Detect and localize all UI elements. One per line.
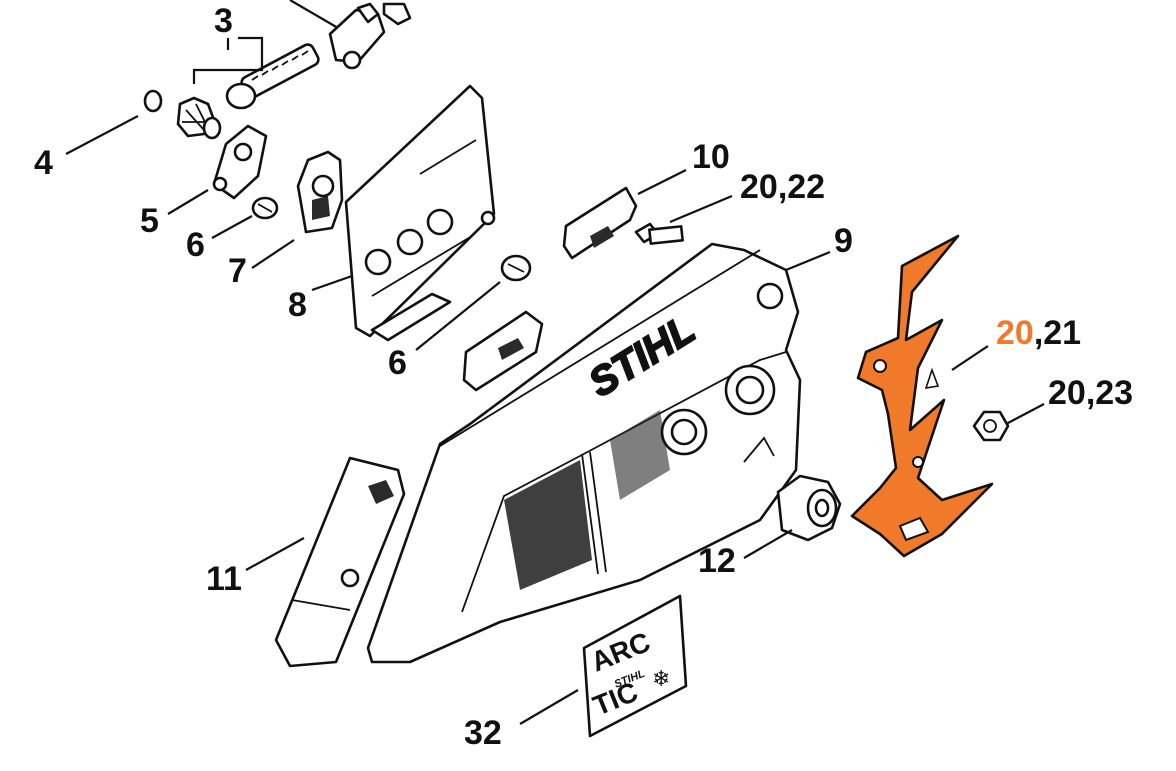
tensioner-slide-top [289, 0, 412, 70]
label-10: 10 [692, 138, 730, 176]
label-3: 3 [214, 2, 233, 40]
part-20-21-spiked-bumper-highlighted [850, 234, 994, 558]
part-20-22-bolt [634, 194, 733, 245]
label-4: 4 [34, 144, 53, 182]
part-number-labels: 3 4 5 6 7 8 6 10 20,22 9 20,21 20,23 11 … [34, 2, 1133, 752]
part-8-side-plate [311, 84, 496, 342]
part-6-screw-upper [211, 196, 279, 239]
label-12: 12 [698, 542, 736, 580]
part-12-bar-nut [743, 474, 842, 559]
snowflake-icon: ❄ [652, 667, 670, 692]
part-10-guide [562, 169, 687, 260]
part-20-23-nut [972, 403, 1045, 442]
label-8: 8 [288, 286, 307, 324]
part-3-chain-tensioner [176, 36, 320, 140]
label-20-22: 20,22 [740, 168, 825, 206]
label-20-23: 20,23 [1048, 374, 1133, 412]
label-7: 7 [228, 252, 247, 290]
label-32: 32 [464, 714, 502, 752]
part-11-cover-strip [245, 456, 406, 668]
label-20-21: 20,21 [996, 314, 1081, 352]
slide-block [462, 310, 544, 392]
label-20-highlight: 20 [996, 314, 1034, 352]
label-11: 11 [206, 560, 242, 598]
label-5: 5 [140, 202, 159, 240]
label-6-lower: 6 [388, 344, 407, 382]
part-6-screw-lower [415, 254, 532, 351]
label-9: 9 [834, 222, 853, 260]
part-7-clamp [251, 150, 344, 269]
part-4-ring [65, 89, 163, 155]
label-6-upper: 6 [186, 226, 205, 264]
part-5-plate [167, 124, 268, 215]
label-21: ,21 [1034, 314, 1081, 352]
part-32-arctic-decal: ARC STIHL TIC ❄ [519, 594, 688, 738]
